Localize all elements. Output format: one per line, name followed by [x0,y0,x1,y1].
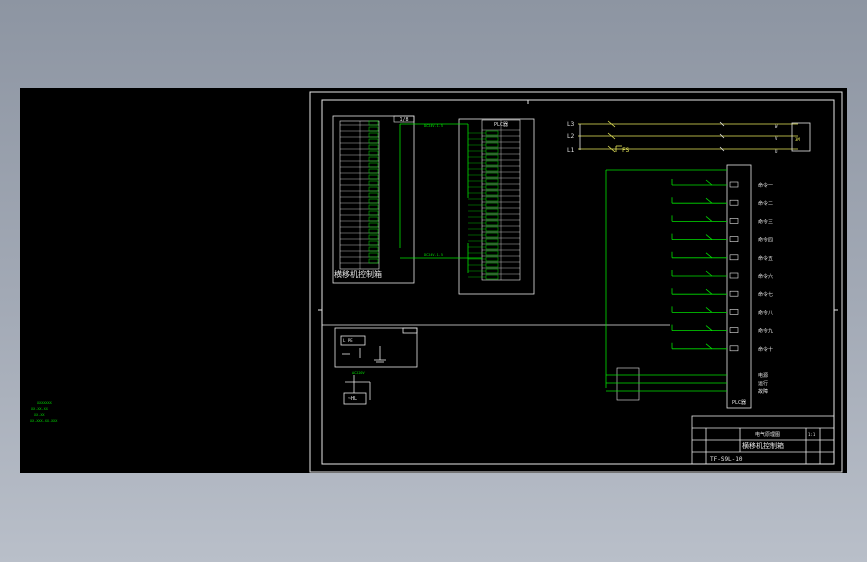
outer-frame [309,91,843,473]
plc-output-card [726,164,752,409]
svg-text:XXXXXXX: XXXXXXX [37,401,53,405]
output-label: 命令五 [758,255,773,262]
output-label: 命令九 [758,328,773,335]
bus-wiring [399,123,482,273]
title-block [691,415,835,465]
phase-label-l2: L2 [567,133,575,140]
status-label: 故障 [758,388,768,395]
title-drawing-name: 电气原理图 [755,431,780,438]
svg-text:W: W [775,124,778,129]
panel-caption: 横移机控制箱 [334,269,382,279]
svg-text:AC220V: AC220V [352,371,366,375]
status-label: 电源 [758,372,768,379]
cad-viewport[interactable]: 1/8 横移机控制箱 PLC器 DC24V-1.5 DC24V-1.5 L3 L… [20,88,847,473]
plc-main-label: PLC器 [732,400,746,406]
plc-module: PLC器 [458,118,535,295]
svg-text:3M: 3M [795,137,800,142]
output-label: 命令七 [758,291,773,298]
svg-text:XX-XX: XX-XX [34,413,45,417]
title-drawing-no: TF-S9L-10 [710,456,743,463]
svg-text:XX-XXX-XX-XXX: XX-XXX-XX-XXX [30,419,58,423]
svg-text:U: U [775,149,778,154]
output-label: 命令六 [758,273,773,280]
svg-text:DC24V-1.5: DC24V-1.5 [424,253,443,257]
output-label: 命令三 [758,218,773,225]
svg-text:DC24V-1.5: DC24V-1.5 [424,124,443,128]
svg-text:V: V [775,136,778,141]
inner-frame [321,99,835,465]
svg-text:FS: FS [622,147,630,154]
three-phase-lines: L3 L2 L1 W V U 3M [567,120,811,154]
svg-text:L PE: L PE [343,338,353,343]
phase-label-l1: L1 [567,147,575,154]
terminal-tag: 1/8 [399,117,408,123]
schematic-canvas: 1/8 横移机控制箱 PLC器 DC24V-1.5 DC24V-1.5 L3 L… [30,91,843,473]
output-label: 命令四 [758,237,773,244]
title-project: 横移机控制箱 [742,441,784,450]
output-label: 命令八 [758,309,773,316]
output-label: 命令一 [758,182,773,189]
terminal-block: 1/8 横移机控制箱 [332,115,415,284]
title-scale: 1:1 [808,432,816,437]
status-label: 运行 [758,380,768,387]
power-subpanel [334,327,418,405]
svg-text:~HL: ~HL [348,396,357,402]
svg-text:XX-XX-XX: XX-XX-XX [31,407,49,411]
layer-notes: XXXXXXX XX-XX-XX XX-XX XX-XXX-XX-XXX [30,401,58,423]
output-label: 命令十 [758,346,773,353]
output-label: 命令二 [758,200,773,207]
phase-label-l3: L3 [567,121,575,128]
